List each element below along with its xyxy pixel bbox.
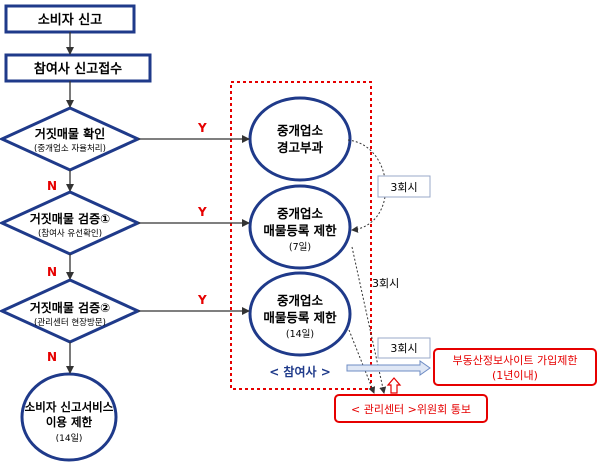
yes-label-3: Y bbox=[197, 293, 207, 307]
limit14-line3: (14일) bbox=[286, 329, 314, 340]
limit7-line1: 중개업소 bbox=[277, 206, 324, 221]
warn-line2: 경고부과 bbox=[277, 140, 324, 155]
limit14-line2: 매물등록 제한 bbox=[263, 310, 337, 325]
no-label-3: N bbox=[47, 350, 57, 364]
times3-label-3: 3회시 bbox=[390, 342, 417, 355]
limit7-circle bbox=[248, 184, 352, 270]
accept-label: 참여사 신고접수 bbox=[34, 61, 122, 77]
limit-service-circle bbox=[20, 372, 118, 462]
limit7-line2: 매물등록 제한 bbox=[263, 223, 337, 238]
yes-label-2: Y bbox=[197, 205, 207, 219]
check1-title: 거짓매물 확인 bbox=[35, 126, 105, 141]
limit-service-line3: (14일) bbox=[56, 433, 83, 444]
report-box bbox=[4, 4, 136, 34]
dotted-limit14-notify bbox=[348, 329, 376, 394]
no-label-1: N bbox=[47, 179, 57, 193]
check2-title: 거짓매물 검증① bbox=[30, 211, 111, 226]
check3-sub: (관리센터 현장방문) bbox=[34, 317, 106, 328]
times3-label-2: 3회시 bbox=[372, 277, 399, 290]
times3-label-1: 3회시 bbox=[390, 181, 417, 194]
yes-label-1: Y bbox=[197, 121, 207, 135]
limit14-line1: 중개업소 bbox=[277, 293, 324, 308]
notify-label: < 관리센터 >위원회 통보 bbox=[351, 403, 471, 416]
times3-box-1 bbox=[377, 175, 431, 198]
site-limit-box bbox=[433, 348, 597, 386]
limit-service-line1: 소비자 신고서비스 bbox=[25, 400, 114, 414]
participants-label: < 참여사 > bbox=[269, 364, 331, 379]
site-limit-line2: (1년이내) bbox=[492, 369, 538, 382]
check1-sub: (중개업소 자율처리) bbox=[34, 143, 106, 154]
check2-sub: (참여사 유선확인) bbox=[38, 228, 102, 239]
report-label: 소비자 신고 bbox=[38, 13, 102, 28]
accept-box bbox=[4, 53, 152, 83]
times3-box-3 bbox=[377, 337, 431, 359]
site-limit-line1: 부동산정보사이트 가입제한 bbox=[453, 354, 578, 367]
arrow-to-site-limit bbox=[346, 360, 431, 376]
warn-line1: 중개업소 bbox=[277, 123, 324, 138]
arrow-up-notify bbox=[386, 377, 402, 394]
limit7-line3: (7일) bbox=[289, 242, 311, 253]
warn-circle bbox=[248, 96, 352, 182]
no-label-2: N bbox=[47, 265, 57, 279]
participants-frame bbox=[230, 81, 372, 390]
notify-box bbox=[334, 394, 488, 423]
check3-title: 거짓매물 검증② bbox=[30, 300, 111, 315]
limit14-circle bbox=[248, 271, 352, 357]
limit-service-line2: 이용 제한 bbox=[46, 415, 93, 429]
